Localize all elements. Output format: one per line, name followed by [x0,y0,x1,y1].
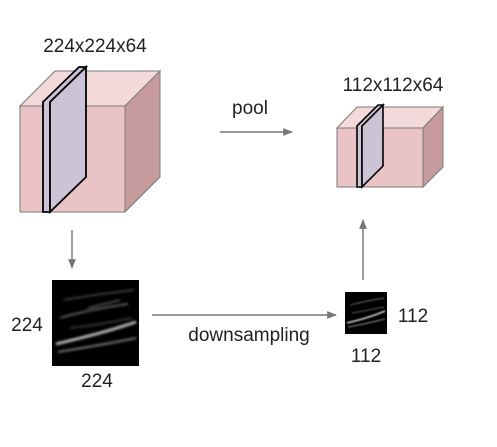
input-volume-cube [18,64,162,215]
input-slice-face [49,64,87,215]
pool-label: pool [232,98,268,119]
input-slice-width-label: 224 [81,371,113,392]
output-volume-dims-label: 112x112x64 [343,75,444,96]
output-slice-height-label: 112 [398,306,428,327]
output-feature-map [345,292,387,334]
input-feature-map [52,280,139,366]
input-slice-height-label: 224 [11,315,43,336]
output-slice-width-label: 112 [351,346,381,367]
output-slice-face [361,103,384,189]
output-volume-cube [335,103,445,189]
downsampling-label: downsampling [188,325,309,346]
input-volume-dims-label: 224x224x64 [43,36,147,57]
